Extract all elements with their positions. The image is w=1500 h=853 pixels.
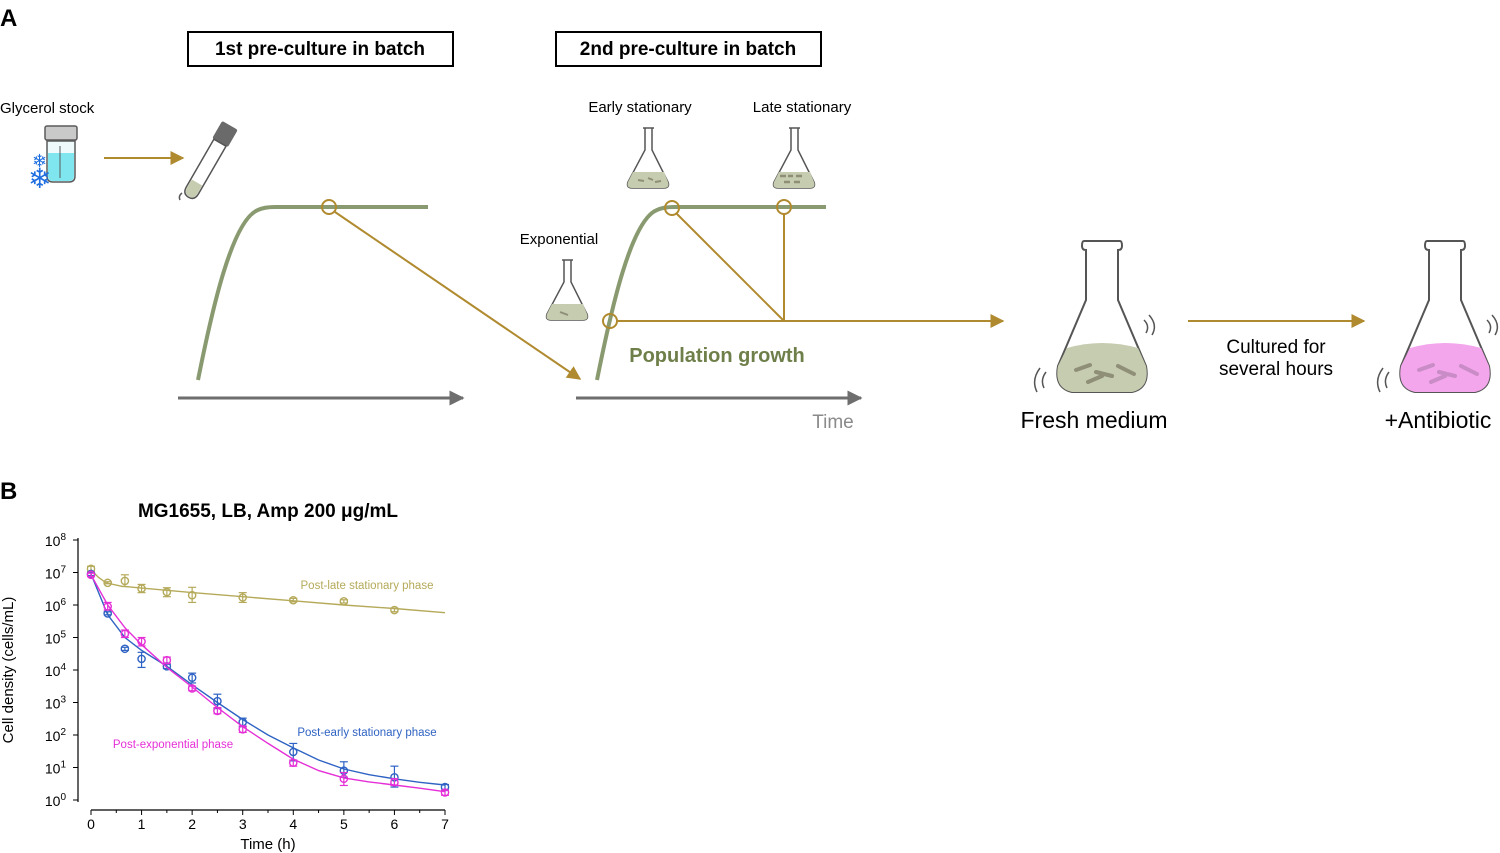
- batch-box-2: [555, 31, 822, 67]
- y-tick-label: 107: [45, 565, 67, 582]
- y-tick-label: 105: [45, 630, 67, 647]
- y-tick-label: 104: [45, 662, 67, 679]
- y-tick-label: 103: [45, 695, 67, 712]
- data-point: [103, 578, 112, 588]
- panel-b-label: B: [0, 478, 17, 505]
- y-tick-label: 102: [45, 727, 67, 744]
- growth-curve-2: [595, 205, 826, 381]
- late-stationary-flask-icon: [772, 127, 816, 189]
- data-point: [187, 673, 197, 682]
- data-point: [339, 596, 349, 606]
- x-tick-label: 7: [441, 816, 449, 832]
- panel-b: B MG1655, LB, Amp 200 μg/mL 0 1 2 3 4 5 6 7Time…: [0, 478, 450, 853]
- glycerol-stock-label: Glycerol stock: [0, 100, 95, 117]
- shake-mark-left: [1033, 367, 1047, 393]
- glycerol-vial-icon: [44, 125, 78, 183]
- data-point: [339, 774, 349, 784]
- series-label: Post-early stationary phase: [297, 727, 436, 739]
- batch-box-1: [187, 31, 454, 67]
- series-1: Post-late stationary phase: [86, 564, 446, 615]
- data-point: [103, 602, 112, 611]
- cultured-line-2: several hours: [1219, 359, 1333, 380]
- data-point: [162, 655, 172, 665]
- batch-box-1-title: 1st pre-culture in batch: [215, 39, 425, 60]
- y-tick-label: 108: [45, 532, 67, 549]
- early-stationary-flask-icon: [626, 127, 670, 189]
- chart-title: MG1655, LB, Amp 200 μg/mL: [138, 501, 398, 522]
- x-tick-label: 1: [138, 816, 146, 832]
- population-growth-label: Population growth: [629, 345, 805, 367]
- panel-a-label: A: [0, 5, 17, 32]
- growth-curve-1: [196, 205, 428, 381]
- exponential-flask-icon: [545, 259, 589, 321]
- data-point: [288, 595, 298, 605]
- x-tick-label: 2: [188, 816, 196, 832]
- cultured-line-1: Cultured for: [1226, 337, 1326, 358]
- x-axis-title: Time (h): [240, 836, 295, 853]
- data-point: [390, 778, 399, 787]
- fit-curve: [90, 574, 446, 793]
- shake-mark: [178, 192, 183, 201]
- batch-box-2-title: 2nd pre-culture in batch: [580, 39, 796, 60]
- exponential-label: Exponential: [520, 231, 598, 248]
- y-axis-title: Cell density (cells/mL): [0, 597, 17, 744]
- antibiotic-flask-icon: [1399, 240, 1491, 393]
- x-tick-label: 3: [239, 816, 247, 832]
- early-transfer-line: [675, 212, 785, 322]
- data-point: [86, 570, 96, 580]
- series-label: Post-exponential phase: [113, 739, 233, 751]
- x-tick-label: 5: [340, 816, 348, 832]
- antibiotic-label: +Antibiotic: [1385, 407, 1492, 433]
- transfer-arrow: [334, 211, 582, 380]
- data-point: [120, 576, 130, 586]
- snowflake-small-icon: ❄: [32, 151, 47, 171]
- early-stationary-label: Early stationary: [588, 99, 692, 116]
- series-3: Post-exponential phase: [86, 570, 450, 797]
- snowflake-icon: ❄: [28, 163, 51, 194]
- data-point: [288, 747, 298, 757]
- data-point: [238, 724, 248, 734]
- data-point: [213, 696, 222, 706]
- fresh-medium-label: Fresh medium: [1021, 407, 1168, 433]
- data-point: [440, 788, 450, 797]
- sample-point-early: [664, 200, 680, 216]
- data-point: [187, 590, 197, 600]
- data-point: [120, 644, 130, 654]
- shake-mark-antibiotic-right: [1486, 314, 1499, 336]
- data-point: [137, 637, 146, 646]
- data-point: [238, 593, 248, 602]
- time-label: Time: [812, 412, 854, 433]
- panel-a: A 1st pre-culture in batch 2nd pre-cultu…: [0, 5, 1499, 433]
- late-stationary-label: Late stationary: [753, 99, 852, 116]
- series-label: Post-late stationary phase: [301, 580, 434, 592]
- x-tick-label: 6: [391, 816, 399, 832]
- y-tick-label: 100: [45, 792, 67, 809]
- fit-curve: [90, 573, 446, 786]
- data-point: [213, 706, 222, 716]
- y-tick-label: 106: [45, 597, 67, 614]
- test-tube-icon: [184, 121, 238, 200]
- series-2: Post-early stationary phase: [86, 569, 450, 792]
- data-point: [137, 654, 146, 664]
- x-tick-label: 0: [87, 816, 95, 832]
- y-tick-label: 101: [45, 760, 67, 777]
- x-tick-label: 4: [289, 816, 297, 832]
- fresh-medium-flask-icon: [1056, 240, 1148, 393]
- data-point: [120, 629, 130, 639]
- shake-mark-antibiotic-left: [1376, 367, 1390, 393]
- data-point: [187, 684, 197, 693]
- data-point: [162, 587, 172, 597]
- shake-mark-right: [1143, 314, 1156, 336]
- data-point: [390, 605, 399, 615]
- data-point: [137, 584, 146, 593]
- data-point: [288, 758, 298, 768]
- sample-point-1: [321, 199, 337, 215]
